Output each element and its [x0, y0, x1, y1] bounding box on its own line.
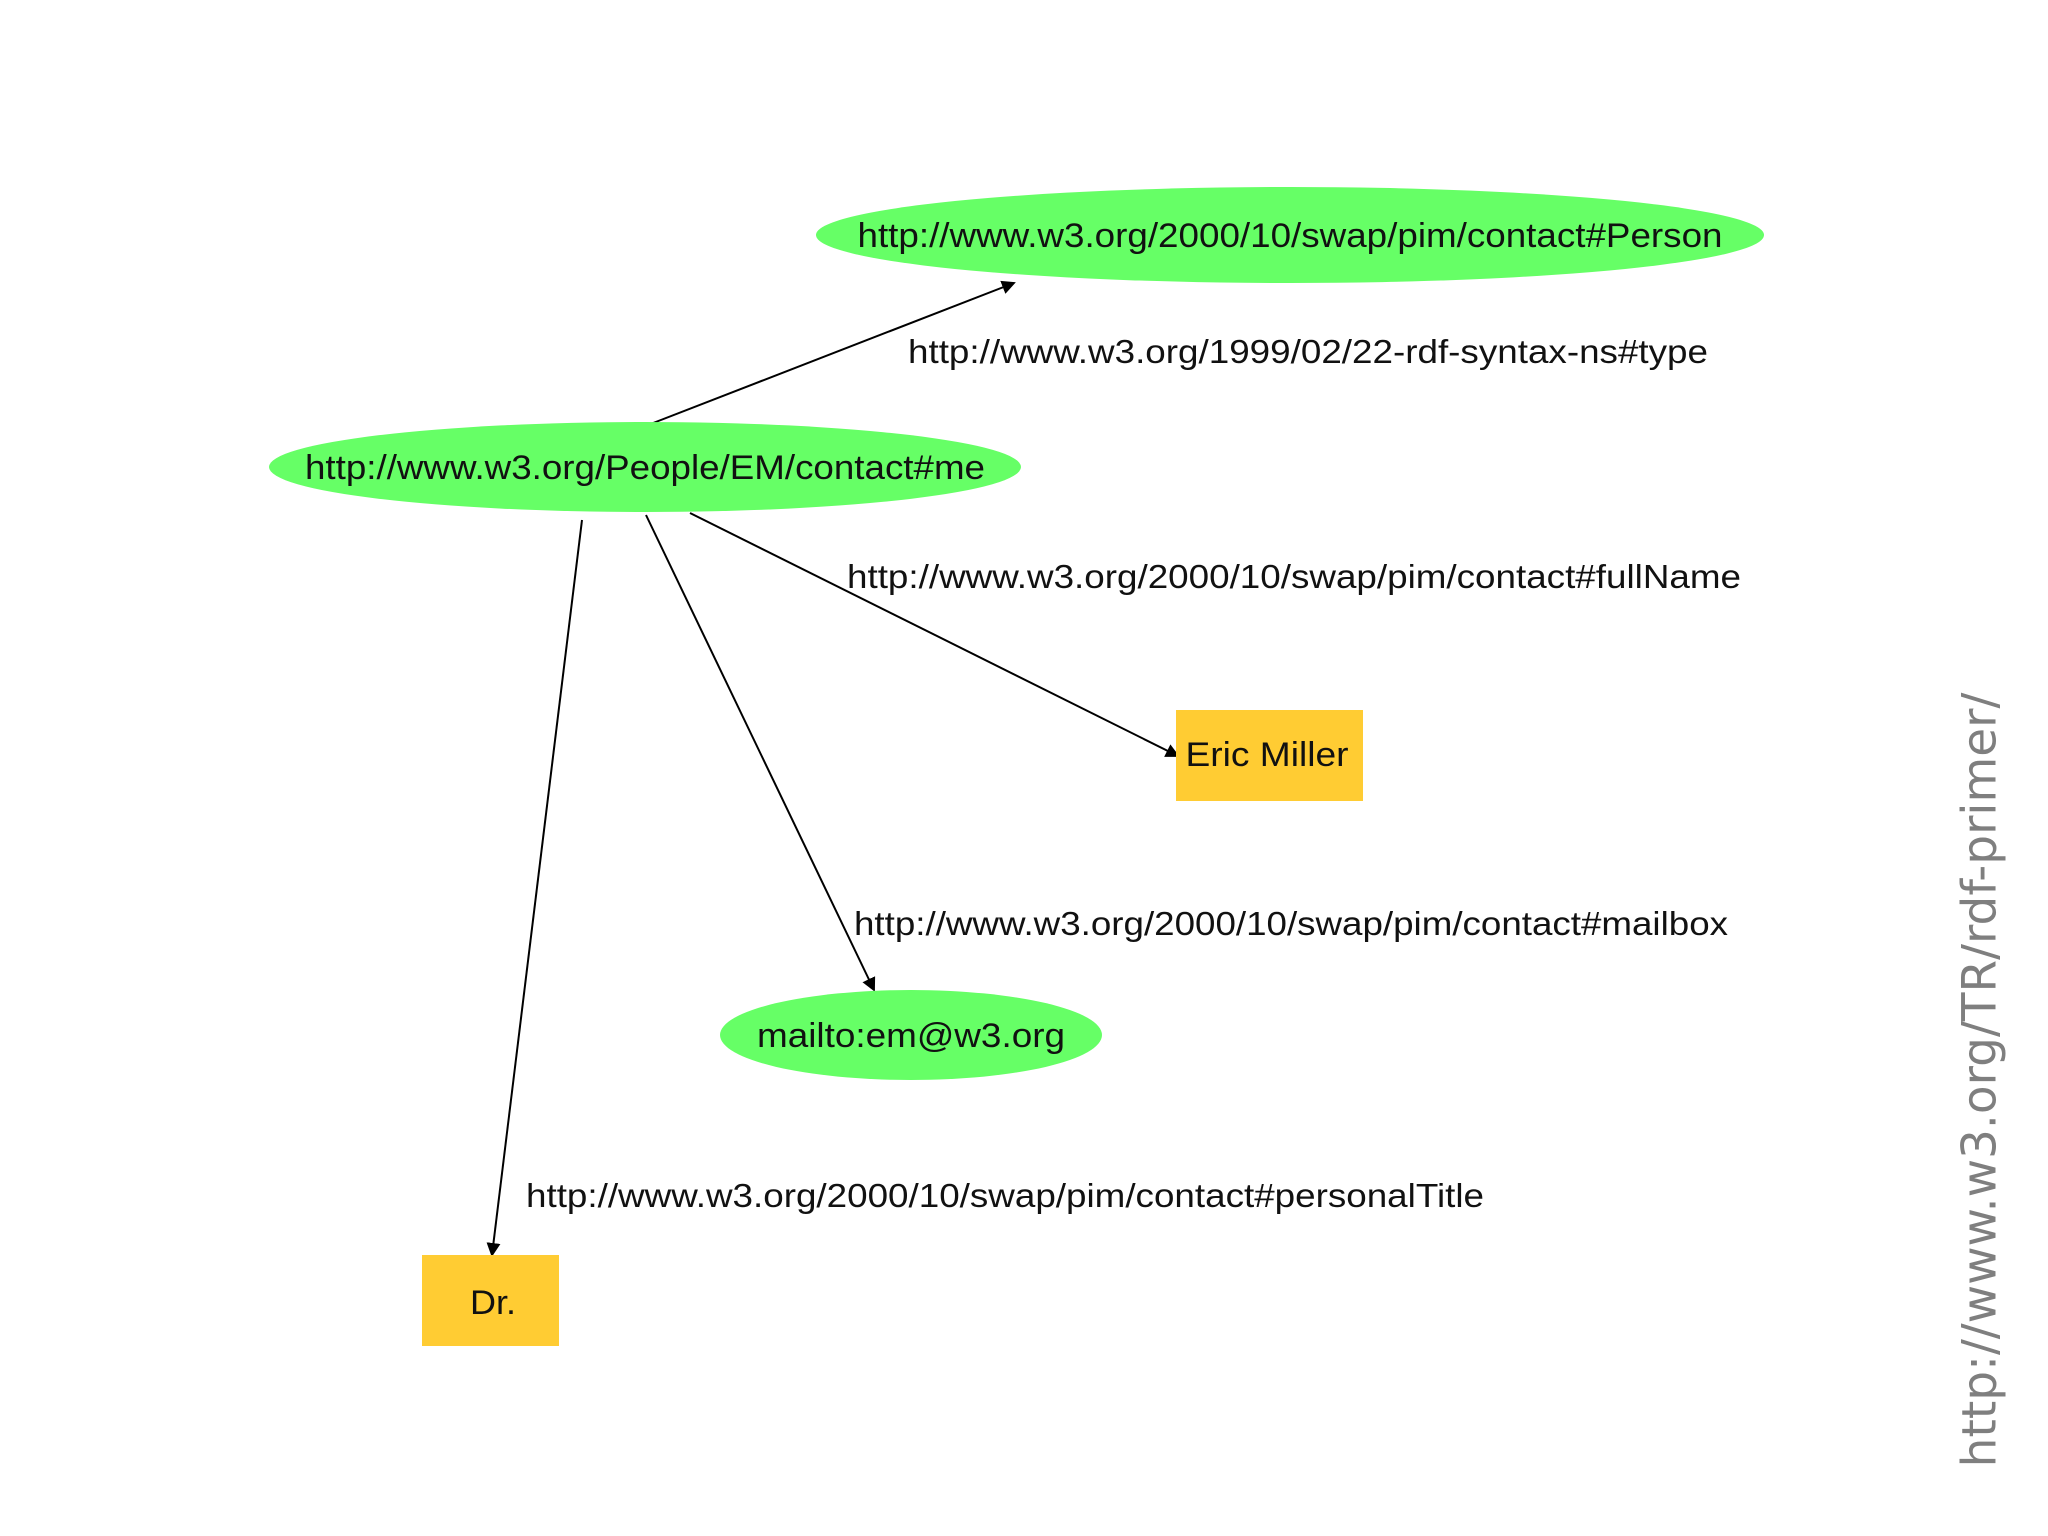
- edge-personaltitle-arrow: [486, 519, 583, 1257]
- edge-fullname-arrow: [689, 512, 1180, 757]
- edge-personaltitle-label: http://www.w3.org/2000/10/swap/pim/conta…: [526, 1177, 1484, 1214]
- edge-fullname-label: http://www.w3.org/2000/10/swap/pim/conta…: [847, 558, 1741, 595]
- node-title-label: Dr.: [470, 1284, 516, 1322]
- node-mailbox: mailto:em@w3.org: [720, 990, 1102, 1080]
- node-me: http://www.w3.org/People/EM/contact#me: [269, 422, 1021, 512]
- edge-mailbox-label: http://www.w3.org/2000/10/swap/pim/conta…: [854, 905, 1729, 942]
- node-title-literal: Dr.: [422, 1255, 559, 1346]
- node-person-class-label: http://www.w3.org/2000/10/swap/pim/conta…: [858, 217, 1723, 255]
- source-url-caption: http://www.w3.org/TR/rdf-primer/: [1952, 692, 2008, 1468]
- node-person-class-shape: [816, 187, 1764, 283]
- node-mailbox-label: mailto:em@w3.org: [757, 1017, 1065, 1055]
- edge-type-label: http://www.w3.org/1999/02/22-rdf-syntax-…: [908, 333, 1708, 370]
- node-full-name-literal: Eric Miller: [1176, 710, 1363, 801]
- node-full-name-label: Eric Miller: [1186, 736, 1349, 774]
- node-full-name-shape: [1176, 710, 1363, 801]
- node-me-label: http://www.w3.org/People/EM/contact#me: [305, 449, 985, 487]
- edge-mailbox-arrow: [645, 514, 876, 992]
- node-mailbox-shape: [720, 990, 1102, 1080]
- edge-type-arrow: [647, 280, 1016, 426]
- node-title-shape: [422, 1255, 559, 1346]
- node-person-class: http://www.w3.org/2000/10/swap/pim/conta…: [816, 187, 1764, 283]
- node-me-shape: [269, 422, 1021, 512]
